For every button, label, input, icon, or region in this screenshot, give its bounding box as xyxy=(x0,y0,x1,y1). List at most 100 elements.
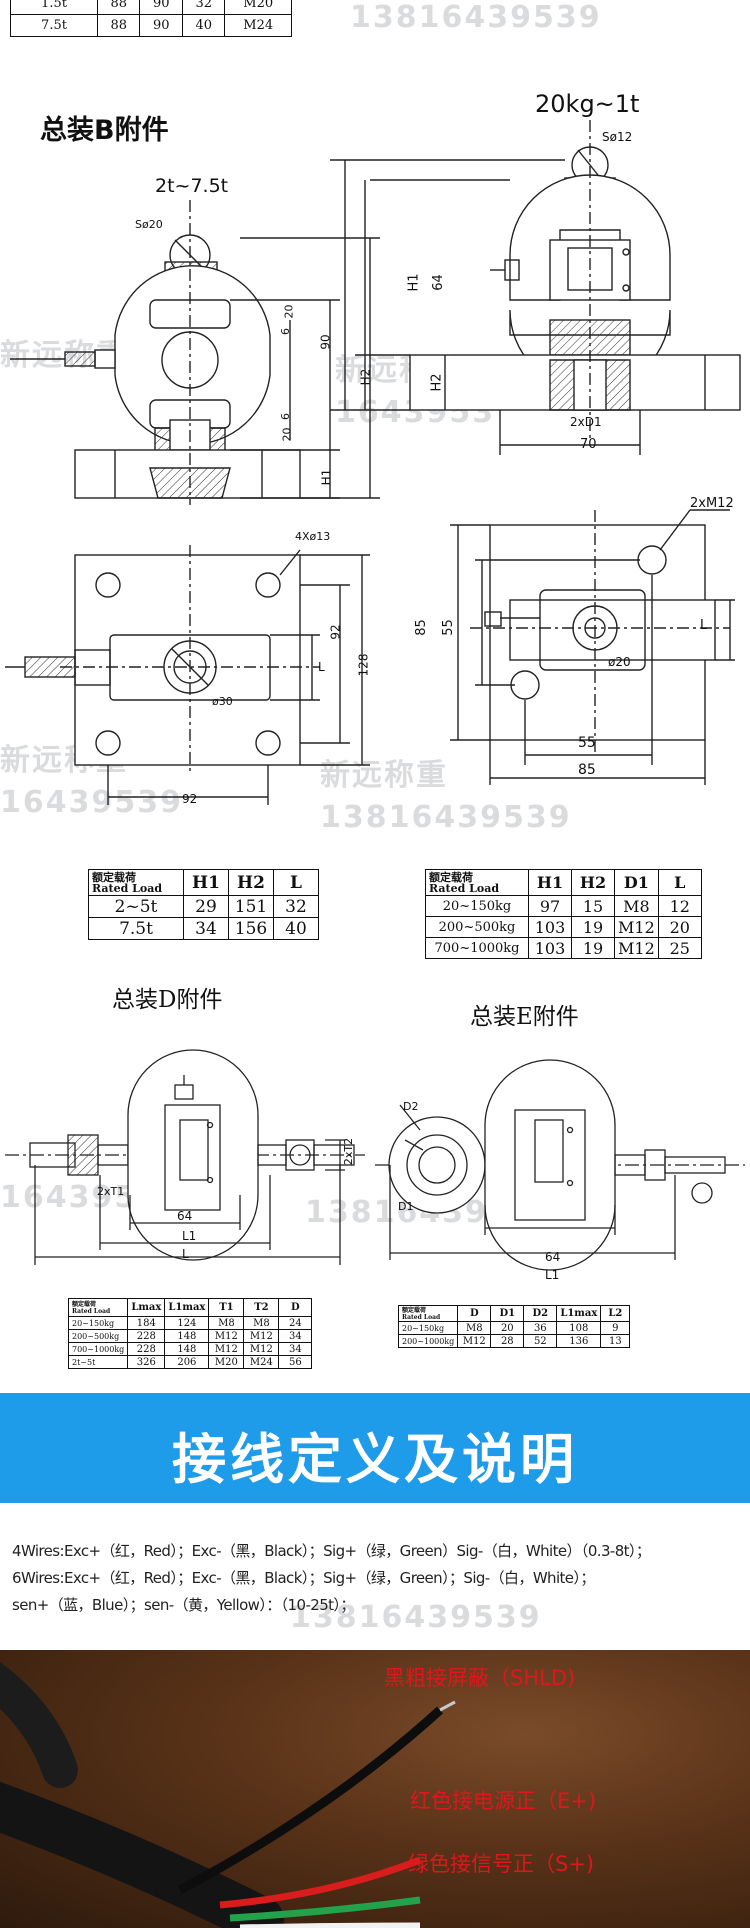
dim-label: 70 xyxy=(580,437,597,452)
dim-label: ø20 xyxy=(608,655,631,669)
cell: M12 xyxy=(208,1329,245,1343)
col-header: T1 xyxy=(208,1298,245,1317)
dim-label: L xyxy=(182,1247,189,1261)
table-row: 7.5t 34 156 40 xyxy=(88,917,319,940)
watermark-phone: 13816439539 xyxy=(290,1600,542,1635)
dim-label: 20 xyxy=(280,427,294,442)
row-load: 20~150kg xyxy=(425,895,529,917)
dim-label: 55 xyxy=(578,735,596,751)
wiring-line-6wires: 6Wires:Exc+（红，Red）；Exc-（黑，Black）；Sig+（绿，… xyxy=(12,1569,595,1587)
row-load: 700~1000kg xyxy=(67,1342,129,1356)
cell: 34 xyxy=(278,1342,313,1356)
wiring-line-sense: sen+（蓝，Blue）；sen-（黄，Yellow）：（10-25t）； xyxy=(12,1596,355,1614)
col-header: L xyxy=(657,869,702,896)
cell: M20 xyxy=(208,1355,245,1369)
cell: 24 xyxy=(278,1316,313,1330)
cell: M8 xyxy=(208,1316,245,1330)
row-load: 700~1000kg xyxy=(425,937,529,959)
cell: M12 xyxy=(208,1342,245,1356)
drawing-b-left-front xyxy=(10,200,380,505)
cell: 56 xyxy=(278,1355,313,1369)
top-cell: M20 xyxy=(224,0,292,15)
drawing-b-right-front xyxy=(330,120,741,455)
dim-label: 6 xyxy=(279,413,292,420)
section-e-title: 总装E附件 xyxy=(470,1004,579,1030)
label-shld: 黑粗接屏蔽（SHLD) xyxy=(384,1666,576,1690)
table-row: 20~150kg M8 20 36 108 9 xyxy=(397,1321,631,1335)
table-row: 700~1000kg 228 148 M12 M12 34 xyxy=(67,1342,313,1356)
wiring-banner: 接线定义及说明 xyxy=(0,1393,750,1503)
dim-label: 85 xyxy=(578,762,596,778)
table-row: 200~1000kg M12 28 52 136 13 xyxy=(397,1334,631,1348)
watermark-brand: 新远称重 xyxy=(320,758,448,793)
cell: 156 xyxy=(228,917,274,940)
drawing-d xyxy=(5,1049,365,1265)
cell: 25 xyxy=(657,937,702,959)
label-s-plus: 绿色接信号正（S+) xyxy=(408,1852,595,1876)
col-header: H2 xyxy=(228,869,274,896)
spec-table-d: 额定载荷 Rated Load Lmax L1max T1 T2 D 20~15… xyxy=(67,1298,313,1369)
cell: 40 xyxy=(273,917,319,940)
cell: 34 xyxy=(183,917,229,940)
table-row: 2t~5t 326 206 M20 M24 56 xyxy=(67,1355,313,1369)
col-header: D xyxy=(278,1298,313,1317)
table-row: 2~5t 29 151 32 xyxy=(88,895,319,918)
dim-label: H2 xyxy=(429,373,445,392)
col-header: L1max xyxy=(164,1298,210,1317)
cell: M24 xyxy=(243,1355,280,1369)
spec-table-b-left: 额定载荷 Rated Load H1 H2 L 2~5t 29 151 32 7… xyxy=(88,869,319,940)
cell: 124 xyxy=(164,1316,210,1330)
dim-label: 85 xyxy=(413,619,429,636)
table-header-load: 额定载荷 Rated Load xyxy=(88,869,184,896)
dim-label: 2xT1 xyxy=(97,1185,125,1198)
cable-photo: 黑粗接屏蔽（SHLD) 红色接电源正（E+) 绿色接信号正（S+) xyxy=(0,1650,750,1928)
cell: 19 xyxy=(571,937,615,959)
dim-label: L xyxy=(318,660,325,674)
dim-label: 128 xyxy=(356,653,371,677)
dim-label: 2xT2 xyxy=(342,1137,356,1166)
cell: 20 xyxy=(490,1321,525,1335)
col-header: T2 xyxy=(243,1298,280,1317)
dim-label: 4Xø13 xyxy=(295,530,331,543)
hdr-en: Rated Load xyxy=(429,881,500,895)
top-cell: 90 xyxy=(139,0,183,15)
table-header-load: 额定载荷 Rated Load xyxy=(425,869,529,896)
dim-label: L1 xyxy=(182,1229,197,1243)
label-e-plus: 红色接电源正（E+) xyxy=(410,1789,597,1813)
section-b-left-range: 2t~7.5t xyxy=(155,175,229,197)
cell: M12 xyxy=(614,937,659,959)
col-header: L xyxy=(273,869,319,896)
cell: 136 xyxy=(556,1334,602,1348)
drawing-e xyxy=(375,1059,745,1271)
cell: 228 xyxy=(127,1342,166,1356)
top-cell: 88 xyxy=(96,0,141,15)
drawing-b-right-top xyxy=(450,509,735,785)
dim-label: Sø12 xyxy=(602,130,633,144)
cell: M8 xyxy=(243,1316,280,1330)
dim-label: H1 xyxy=(406,273,422,292)
cell: 228 xyxy=(127,1329,166,1343)
cell: 12 xyxy=(657,895,702,917)
dim-label: 6 xyxy=(279,328,292,335)
dim-label: 64 xyxy=(430,274,446,291)
section-b-title: 总装B附件 xyxy=(40,115,169,146)
cell: M12 xyxy=(243,1329,280,1343)
dim-label: 64 xyxy=(545,1250,561,1264)
section-d-title: 总装D附件 xyxy=(112,987,223,1013)
dim-label: D1 xyxy=(398,1200,414,1213)
dim-label: L xyxy=(700,618,708,633)
cell: 184 xyxy=(127,1316,166,1330)
col-header: Lmax xyxy=(127,1298,166,1317)
dim-label: 90 xyxy=(318,334,333,350)
cell: 108 xyxy=(556,1321,602,1335)
table-row: 200~500kg 103 19 M12 20 xyxy=(425,916,702,938)
table-row: 20~150kg 184 124 M8 M8 24 xyxy=(67,1316,313,1330)
cell: 32 xyxy=(273,895,319,918)
cell: 97 xyxy=(528,895,572,917)
col-header: H1 xyxy=(528,869,572,896)
hdr-cn: 额定载荷 xyxy=(402,1306,427,1314)
cell: M8 xyxy=(614,895,659,917)
cell: 19 xyxy=(571,916,615,938)
table-header-load: 额定载荷 Rated Load xyxy=(397,1305,459,1322)
watermark-phone: 13816439539 xyxy=(320,800,572,835)
